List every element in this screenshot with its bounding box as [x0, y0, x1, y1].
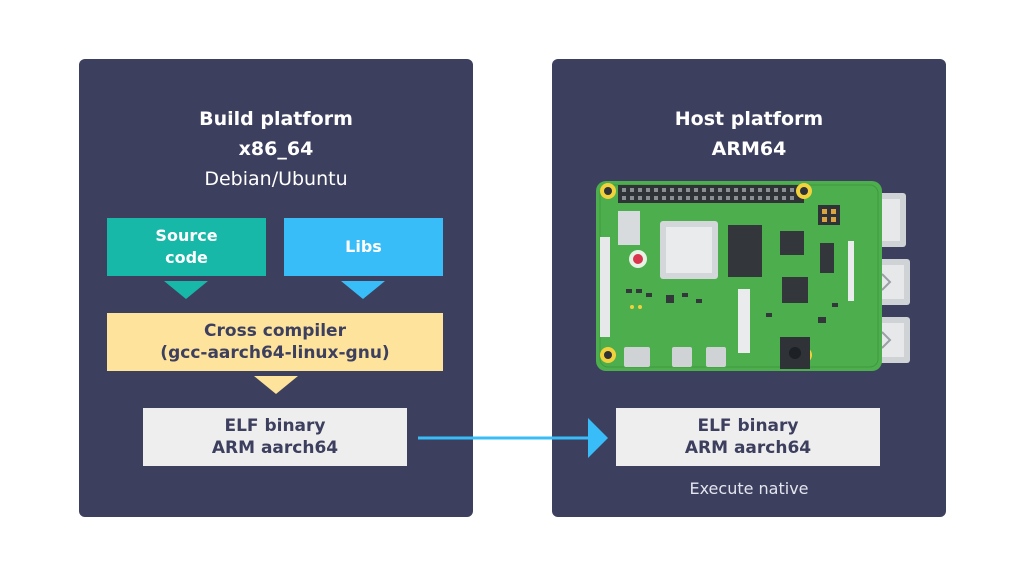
libs-box: Libs — [284, 218, 443, 276]
source-code-label-line2: code — [165, 248, 208, 267]
compiler-down-arrow-icon — [254, 376, 298, 394]
build-elf-binary-box: ELF binary ARM aarch64 — [143, 408, 407, 466]
build-platform-panel: Build platform x86_64 Debian/Ubuntu Sour… — [79, 59, 473, 517]
host-platform-panel: Host platform ARM64 — [552, 59, 946, 517]
gpio-pins — [622, 188, 794, 200]
host-elf-binary-label: ELF binary — [697, 416, 799, 436]
host-platform-arch: ARM64 — [711, 138, 787, 160]
build-platform-arch: x86_64 — [238, 138, 314, 160]
arrow-right-icon — [418, 418, 608, 458]
execute-native-label: Execute native — [689, 479, 809, 498]
build-elf-binary-arch: ARM aarch64 — [211, 438, 339, 458]
build-elf-binary-label: ELF binary — [224, 416, 326, 436]
source-code-down-arrow-icon — [164, 281, 208, 299]
libs-label: Libs — [345, 237, 382, 256]
host-platform-title: Host platform — [674, 108, 824, 130]
build-platform-os: Debian/Ubuntu — [204, 168, 348, 190]
source-code-label-line1: Source — [155, 226, 218, 245]
host-elf-binary-arch: ARM aarch64 — [684, 438, 812, 458]
cross-compiler-toolchain: (gcc-aarch64-linux-gnu) — [160, 343, 390, 363]
cross-compiler-box: Cross compiler (gcc-aarch64-linux-gnu) — [107, 313, 443, 371]
build-platform-title: Build platform — [199, 108, 353, 130]
host-elf-binary-box: ELF binary ARM aarch64 — [616, 408, 880, 466]
source-code-box: Source code — [107, 218, 266, 276]
raspberry-pi-board-icon — [596, 181, 910, 371]
cross-compiler-label: Cross compiler — [204, 321, 346, 341]
libs-down-arrow-icon — [341, 281, 385, 299]
